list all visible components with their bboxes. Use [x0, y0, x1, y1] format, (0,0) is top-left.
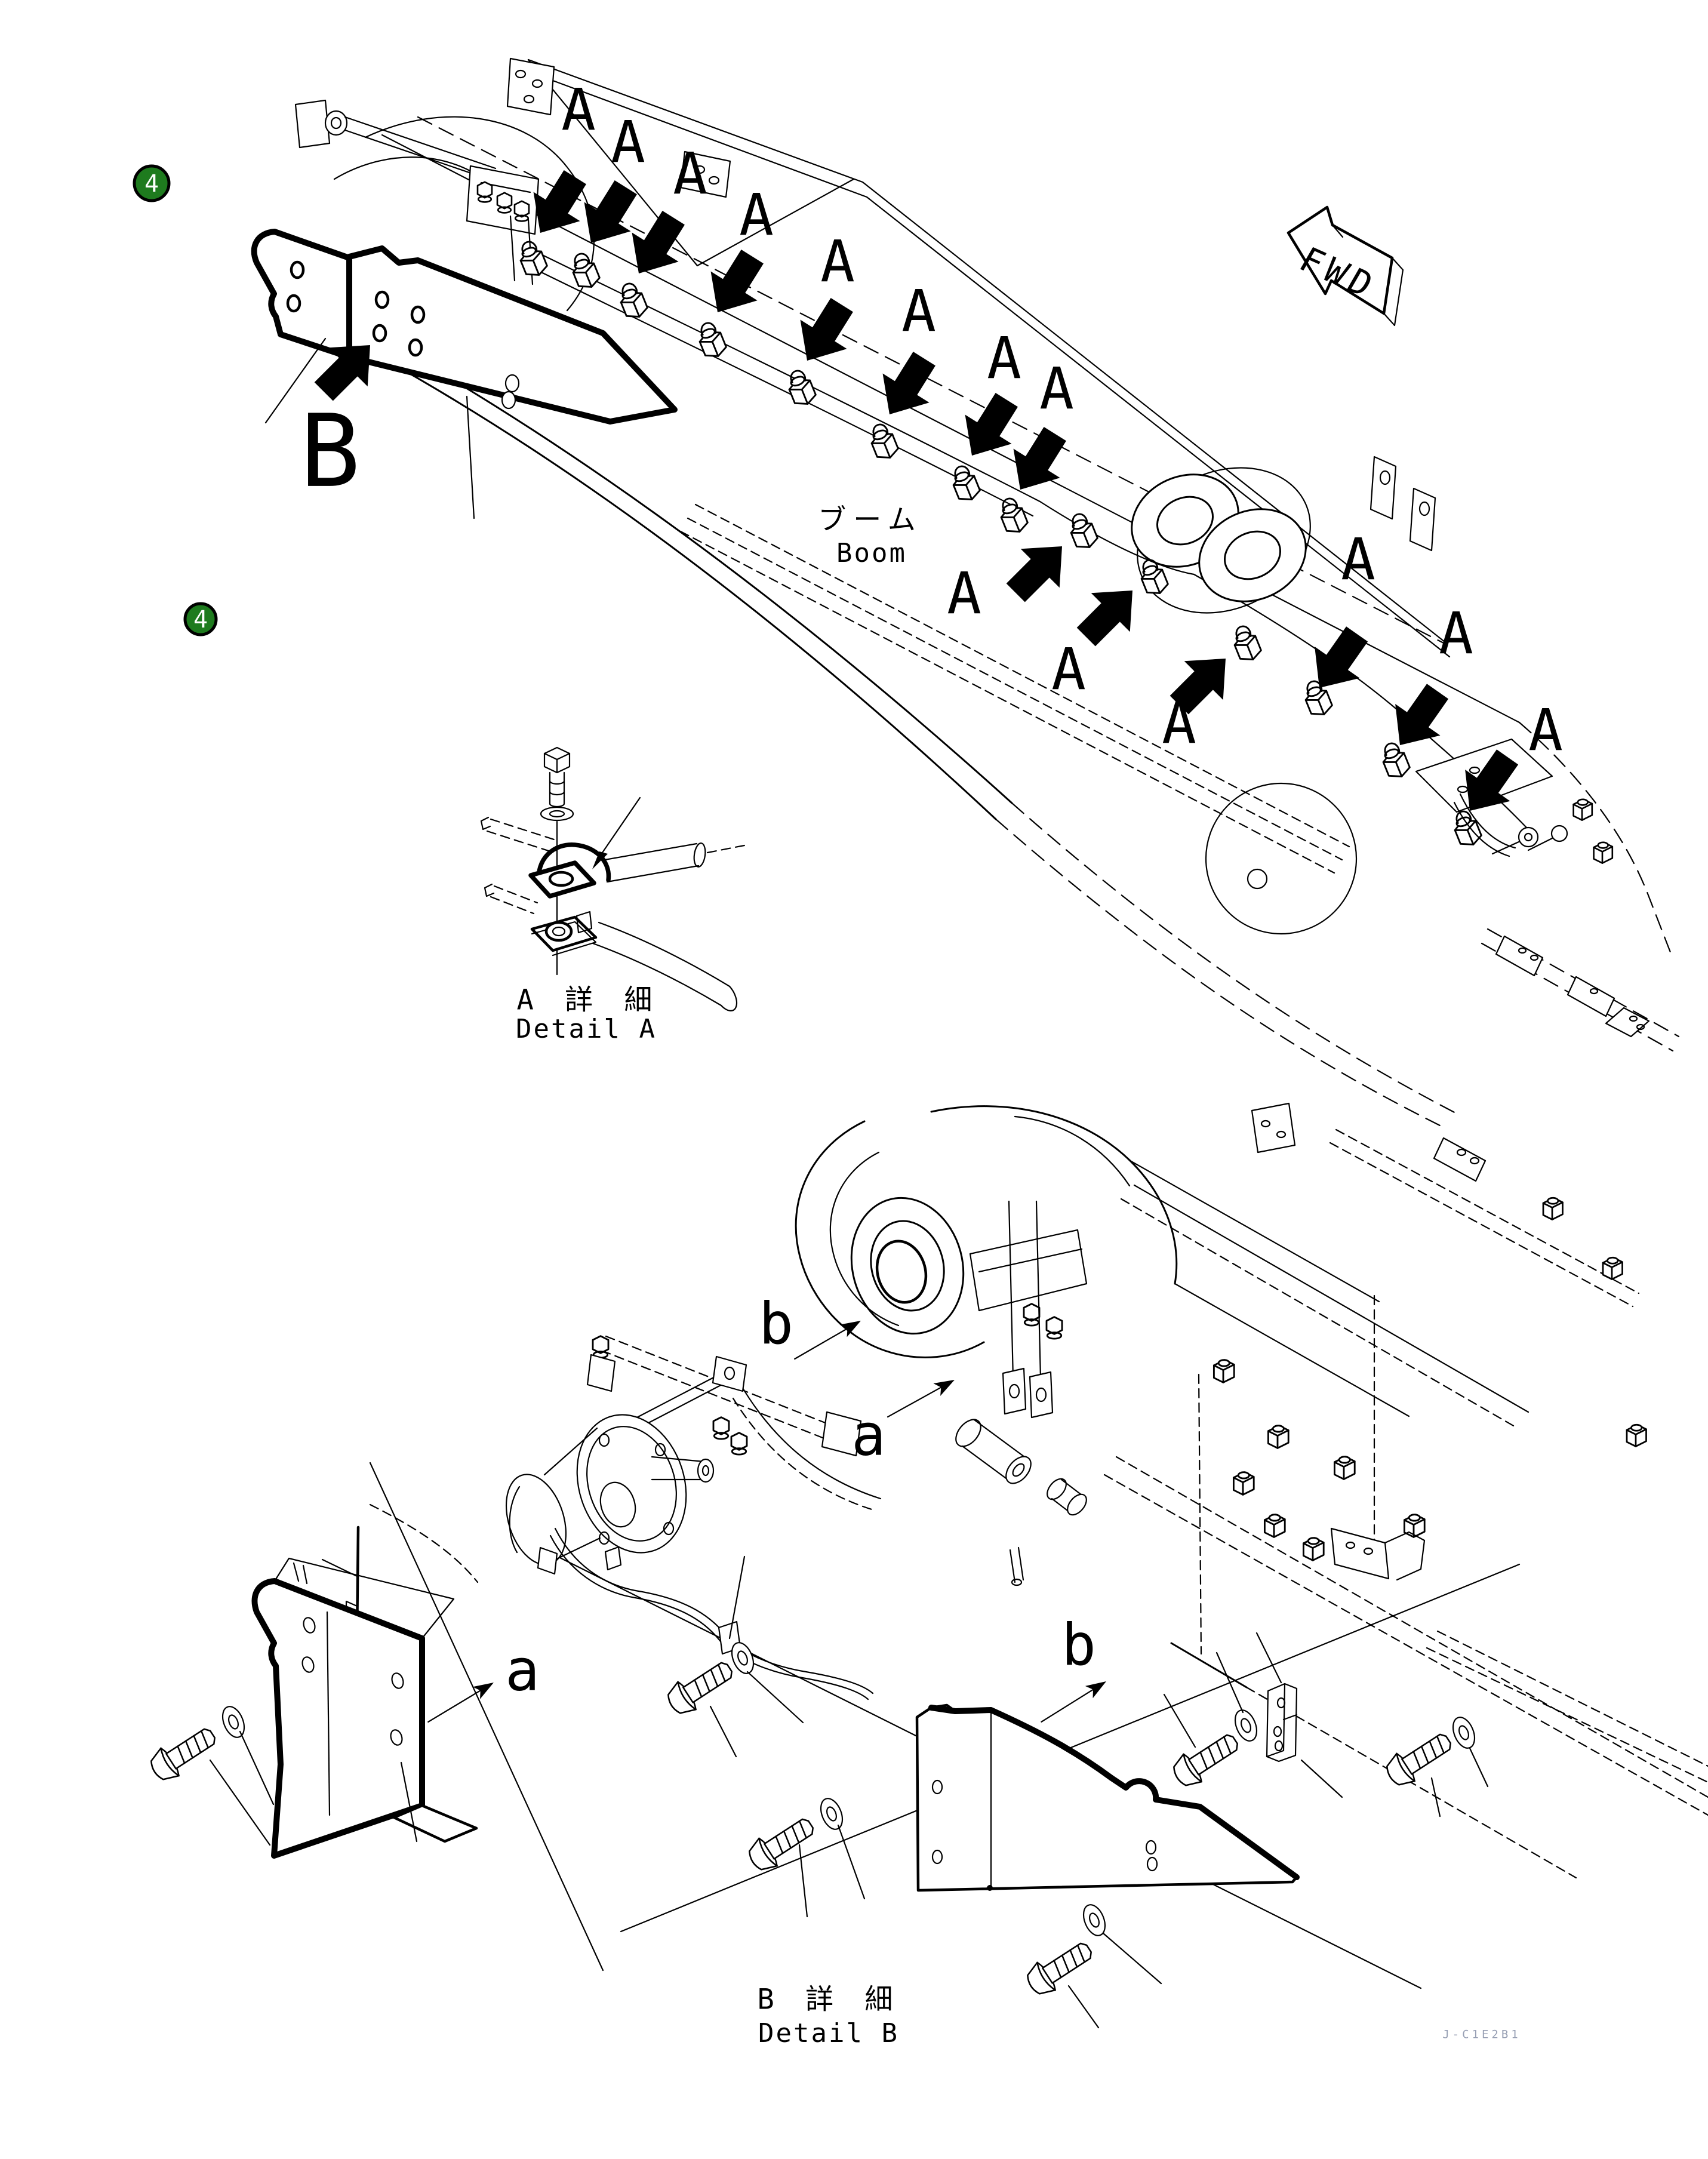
fwd-arrow: FWD	[1287, 205, 1404, 327]
callout-small-a-lower: a	[424, 1637, 540, 1729]
callout-a-label: A	[820, 228, 855, 295]
badge-4-top: 4	[133, 164, 171, 202]
detail-a-clamp	[528, 842, 611, 899]
fasteners	[144, 1638, 1489, 2029]
callout-small-b-label: b	[1061, 1611, 1096, 1678]
callout-a-label: A	[947, 560, 981, 627]
callout-b-label: B	[300, 393, 360, 510]
callout-small-b-upper: b	[759, 1290, 866, 1366]
callout-a-label: A	[901, 278, 936, 345]
boom-label-en: Boom	[836, 538, 907, 568]
callout-a-label: A	[673, 140, 707, 207]
callout-b: B	[300, 325, 390, 510]
callout-small-a-label: a	[505, 1637, 540, 1703]
boom-foot	[732, 1102, 1708, 1879]
callout-small-a-label: a	[851, 1401, 886, 1468]
detail-a: A 詳 細 Detail A	[480, 746, 749, 1044]
pivot-pins	[955, 1419, 1087, 1586]
callout-a-label: A	[611, 109, 645, 176]
deflector-plate-a	[251, 1557, 478, 1859]
callout-small-b-label: b	[759, 1290, 793, 1357]
callout-a-label: A	[561, 76, 596, 143]
grease-cylinder	[505, 1335, 874, 1700]
deflector-plate-b	[915, 1703, 1300, 1892]
detail-a-bolt	[543, 746, 571, 808]
l-bracket	[1255, 1632, 1343, 1798]
part-badges: 4 4	[133, 164, 218, 636]
detail-a-tubes	[480, 816, 749, 1011]
callout-small-a-upper: a	[851, 1373, 959, 1468]
badge-4-bottom: 4	[183, 602, 218, 636]
right-end-cluster	[1415, 738, 1680, 1052]
detail-a-title-jp: A 詳 細	[517, 984, 660, 1017]
boom-label: ブーム Boom	[818, 504, 923, 569]
callout-a-label: A	[1039, 355, 1074, 422]
deflector-plate-top	[251, 229, 678, 519]
callout-a-label: A	[1162, 690, 1196, 756]
callout-a-labels: A A A A A A A A A A A A A A	[561, 76, 1563, 764]
callout-a-label: A	[1439, 600, 1473, 667]
callout-small-b-lower: b	[1036, 1611, 1111, 1729]
top-illustration: A A A A A A A A A A A A A A B FWD ブーム Bo…	[133, 57, 1680, 1128]
boom-tip-cylinder	[294, 99, 540, 285]
detail-a-leader-arrow	[592, 796, 641, 869]
detail-a-washer	[540, 806, 574, 822]
badge-4-bottom-value: 4	[193, 606, 208, 633]
detail-a-title-en: Detail A	[516, 1014, 657, 1044]
callout-a-label: A	[987, 325, 1021, 392]
callout-a-label: A	[739, 182, 774, 248]
boom-label-jp: ブーム	[818, 504, 923, 537]
detail-b: b a b a B 詳 細 Detail B	[144, 1102, 1708, 2049]
detail-b-title-en: Detail B	[758, 2018, 899, 2049]
detail-a-lower-clamp	[530, 911, 598, 957]
badge-4-top-value: 4	[144, 170, 159, 198]
callout-a-label: A	[1528, 697, 1563, 764]
doc-number: J-C1E2B1	[1442, 2028, 1521, 2041]
callout-a-label: A	[1051, 636, 1086, 703]
callout-a-label: A	[1341, 526, 1375, 593]
detail-b-title-jp: B 詳 細	[758, 1983, 900, 2016]
boom-foot-bosses	[1131, 456, 1436, 935]
